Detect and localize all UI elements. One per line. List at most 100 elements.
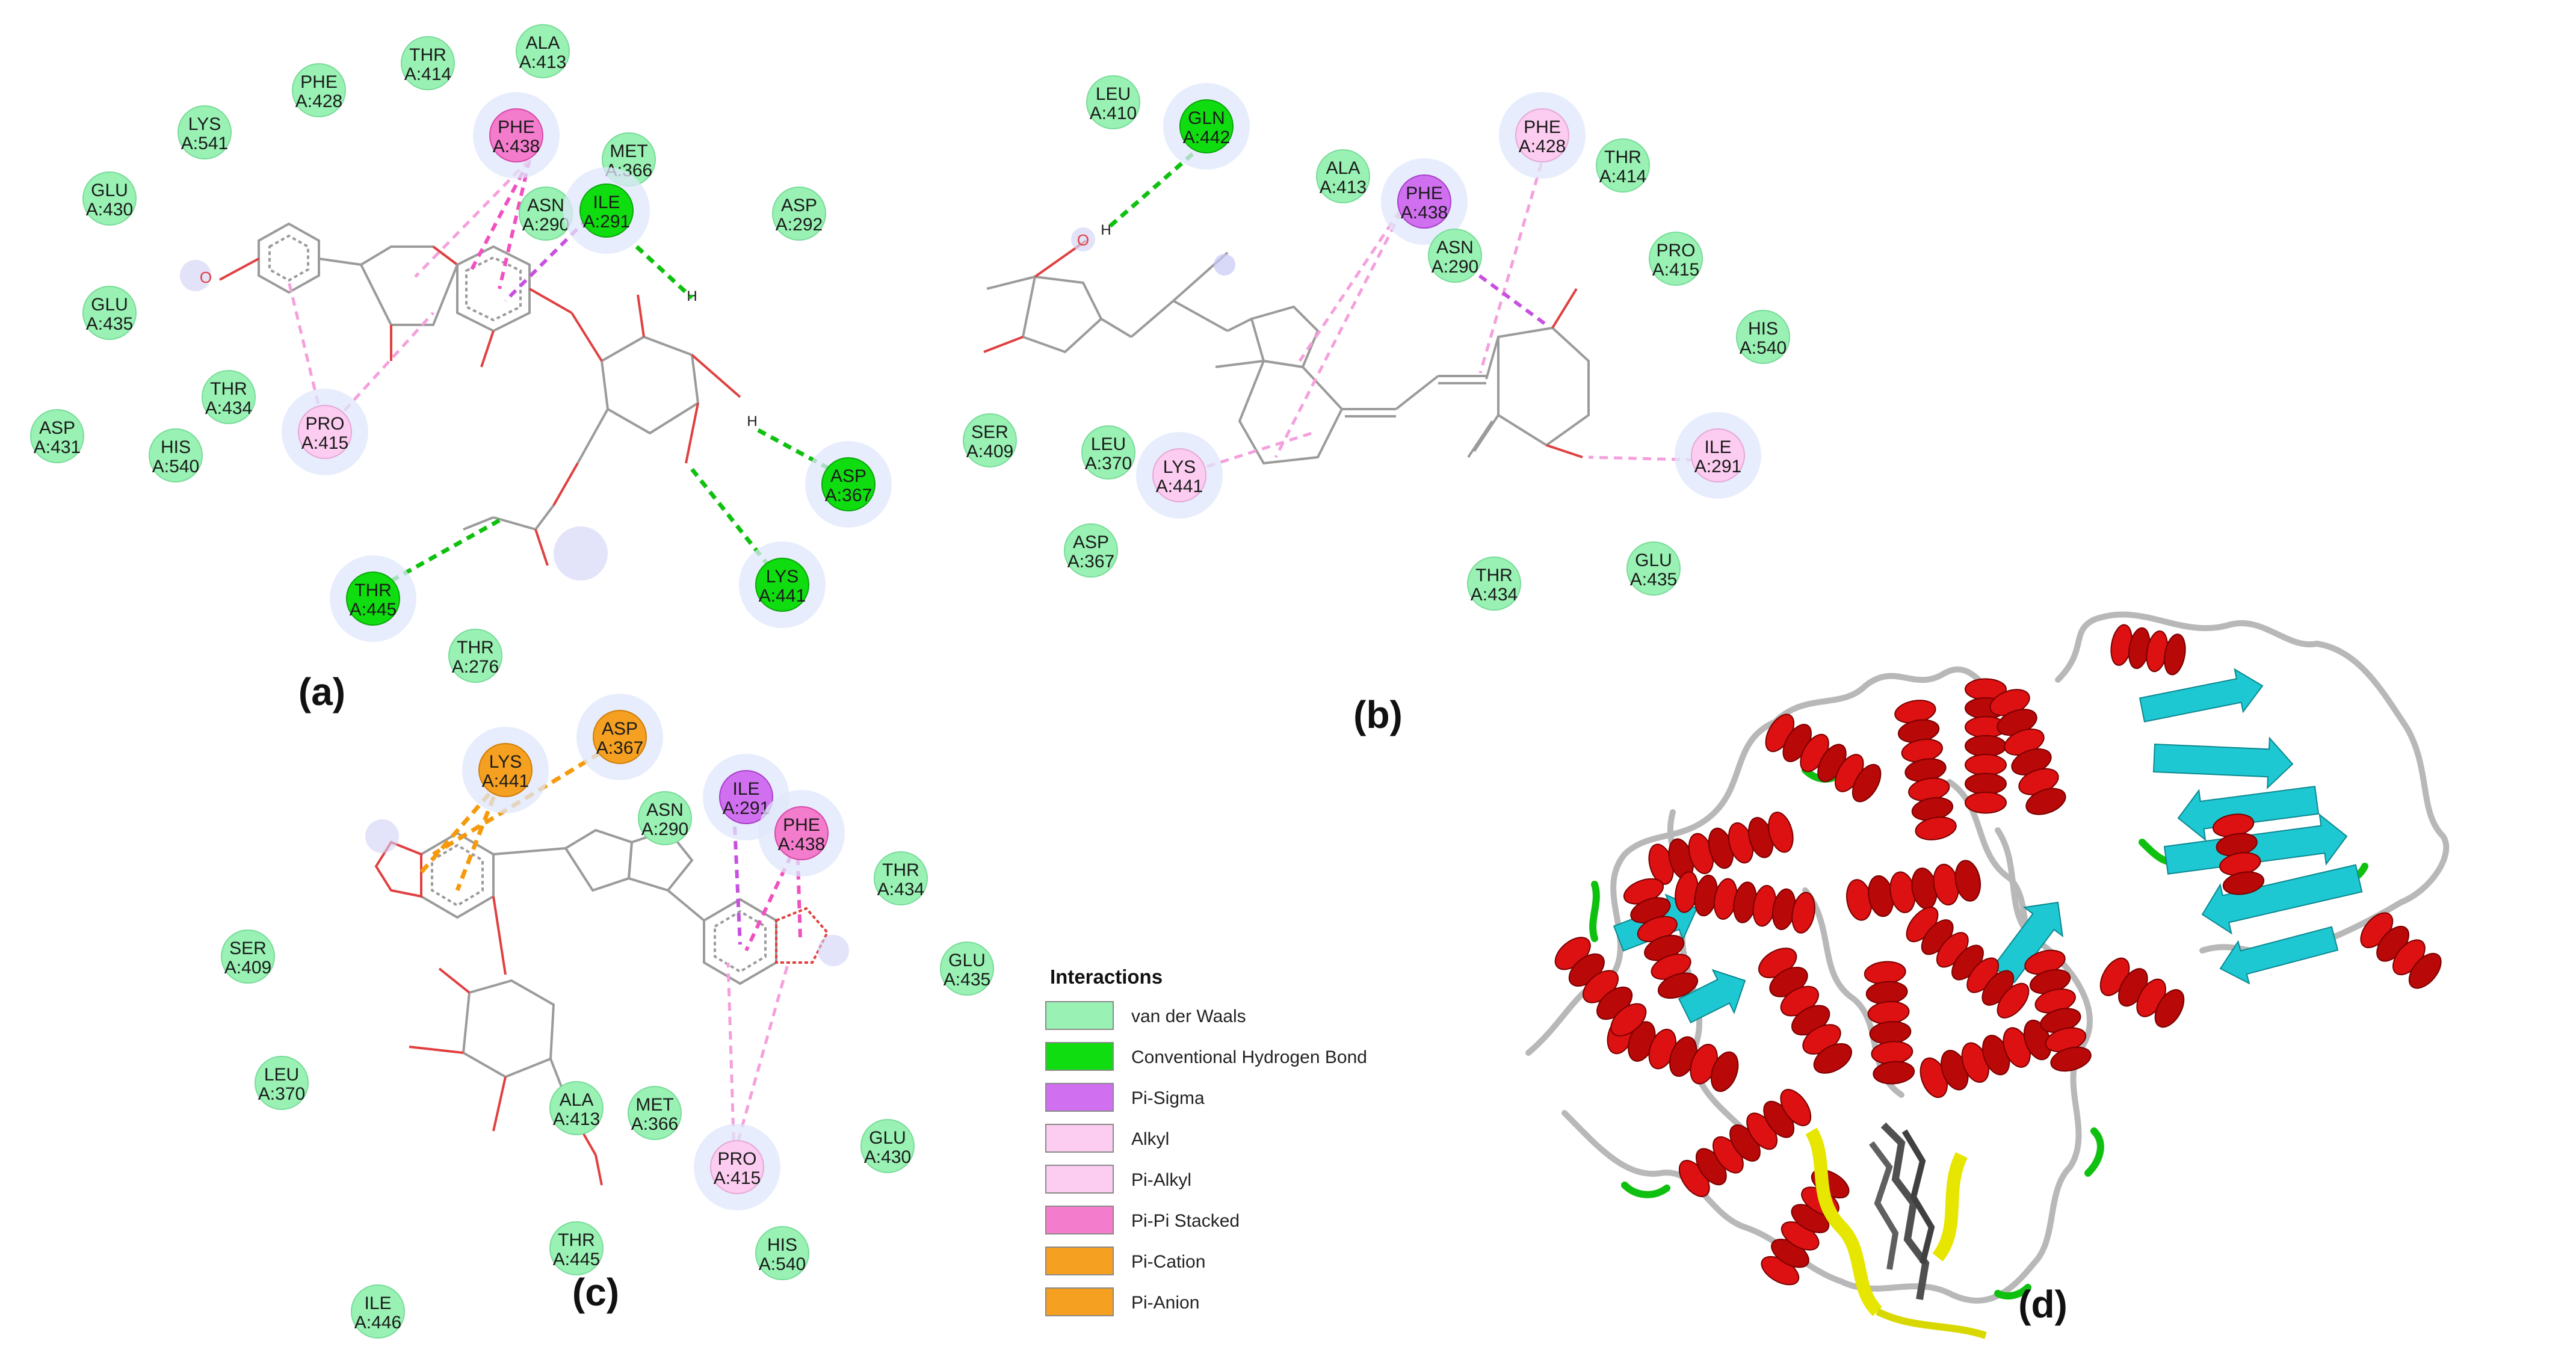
residue-name: THR: [210, 379, 247, 399]
helix-turn: [2222, 871, 2265, 895]
residue-name: GLU: [91, 295, 128, 315]
residue-chain-number: A:428: [1519, 137, 1566, 156]
turn-segment: [1994, 1284, 2031, 1300]
residue-disc: [30, 409, 84, 463]
residue-disc: [1428, 229, 1482, 283]
residue-chain-number: A:409: [224, 958, 271, 978]
residue-name: ASP: [830, 466, 866, 486]
residue-disc: [628, 1086, 682, 1140]
residue-name: PHE: [1406, 183, 1443, 203]
residue-name: PRO: [1656, 241, 1695, 260]
residue-name: GLU: [869, 1128, 906, 1148]
residue-disc: [772, 186, 826, 241]
residue-disc: [292, 63, 346, 117]
helix-turn: [1873, 1061, 1915, 1085]
residue-name: ILE: [1704, 437, 1731, 457]
legend-item-van-der-waals: van der Waals: [1045, 1001, 1246, 1030]
residue-name: GLN: [1188, 108, 1225, 128]
residue-name: LYS: [188, 114, 221, 134]
legend-label: Pi-Sigma: [1131, 1088, 1205, 1108]
residue-chain-number: A:415: [301, 433, 348, 453]
residue-name: ALA: [560, 1090, 594, 1110]
residue-disc: [1467, 556, 1521, 611]
legend-item-pi-anion: Pi-Anion: [1045, 1287, 1199, 1316]
residue-disc: [1086, 75, 1140, 129]
residue-chain-number: A:290: [1432, 257, 1478, 277]
residue-disc: [638, 791, 692, 845]
residue-name: HIS: [1748, 319, 1778, 339]
residue-chain-number: A:367: [596, 738, 643, 758]
residue-name: ASN: [646, 800, 684, 820]
legend-item-pi-alkyl: Pi-Alkyl: [1045, 1165, 1191, 1194]
residue-chain-number: A:435: [86, 314, 133, 334]
residue-chain-number: A:446: [354, 1313, 401, 1333]
helix-turn: [1965, 754, 2007, 776]
alpha-helix: [1758, 948, 1852, 1074]
alpha-helix: [2360, 912, 2442, 989]
beta-strand: [1992, 901, 2064, 984]
alpha-helix: [2212, 813, 2265, 895]
legend-item-conventional-hydrogen-bond: Conventional Hydrogen Bond: [1045, 1042, 1367, 1071]
residue-disc: [82, 286, 137, 340]
residue-disc: [1397, 174, 1451, 229]
residue-disc: [593, 710, 647, 764]
residue-name: ALA: [526, 33, 560, 53]
helix-turn: [1965, 792, 2007, 814]
legend-swatch: [1045, 1124, 1114, 1153]
residue-chain-number: A:441: [759, 586, 806, 606]
helix-turn: [1657, 972, 1699, 999]
alpha-helix: [1920, 1019, 2052, 1099]
residue-disc: [1081, 425, 1135, 479]
panel-c-interaction-diagram: LYSA:441ASPA:367ASNA:290ILEA:291PHEA:438…: [221, 694, 994, 1339]
legend-swatch: [1045, 1042, 1114, 1071]
residue-chain-number: A:434: [1471, 585, 1518, 605]
residue-disc: [755, 1226, 809, 1280]
helix-turn: [2164, 633, 2186, 676]
protein-ribbon-cartoon: [1525, 611, 2450, 1339]
residue-chain-number: A:276: [452, 657, 499, 677]
residue-name: ASN: [527, 196, 564, 215]
residue-name: GLU: [91, 180, 128, 200]
residue-chain-number: A:370: [1085, 454, 1132, 473]
residue-disc: [82, 171, 137, 226]
panel-label-b: (b): [1353, 693, 1403, 736]
panel-label-a: (a): [298, 670, 345, 713]
helix-turn: [1915, 816, 1957, 840]
ligand-b-structure: O H: [983, 222, 1590, 465]
residue-chain-number: A:410: [1090, 103, 1137, 123]
residue-name: PRO: [717, 1149, 756, 1169]
residue-disc: [346, 572, 400, 626]
residue-disc: [489, 108, 543, 162]
residue-name: ALA: [1326, 158, 1361, 178]
alpha-helix: [2024, 949, 2092, 1072]
residue-name: ILE: [732, 779, 759, 799]
residue-disc: [478, 743, 533, 797]
beta-strand: [2139, 668, 2264, 723]
residue-chain-number: A:540: [759, 1254, 806, 1274]
residue-name: THR: [882, 860, 919, 880]
residue-chain-number: A:367: [1067, 552, 1114, 572]
atom-label-hydrogen: H: [747, 413, 757, 430]
helix-turn: [1791, 892, 1815, 934]
residue-chain-number: A:367: [825, 485, 872, 505]
legend-label: Conventional Hydrogen Bond: [1131, 1047, 1367, 1067]
alpha-helix: [1864, 961, 1915, 1085]
atom-label-hydrogen: H: [1101, 222, 1111, 238]
helix-turn: [1813, 1043, 1852, 1074]
residue-disc: [579, 183, 634, 238]
residue-disc: [1316, 149, 1370, 203]
